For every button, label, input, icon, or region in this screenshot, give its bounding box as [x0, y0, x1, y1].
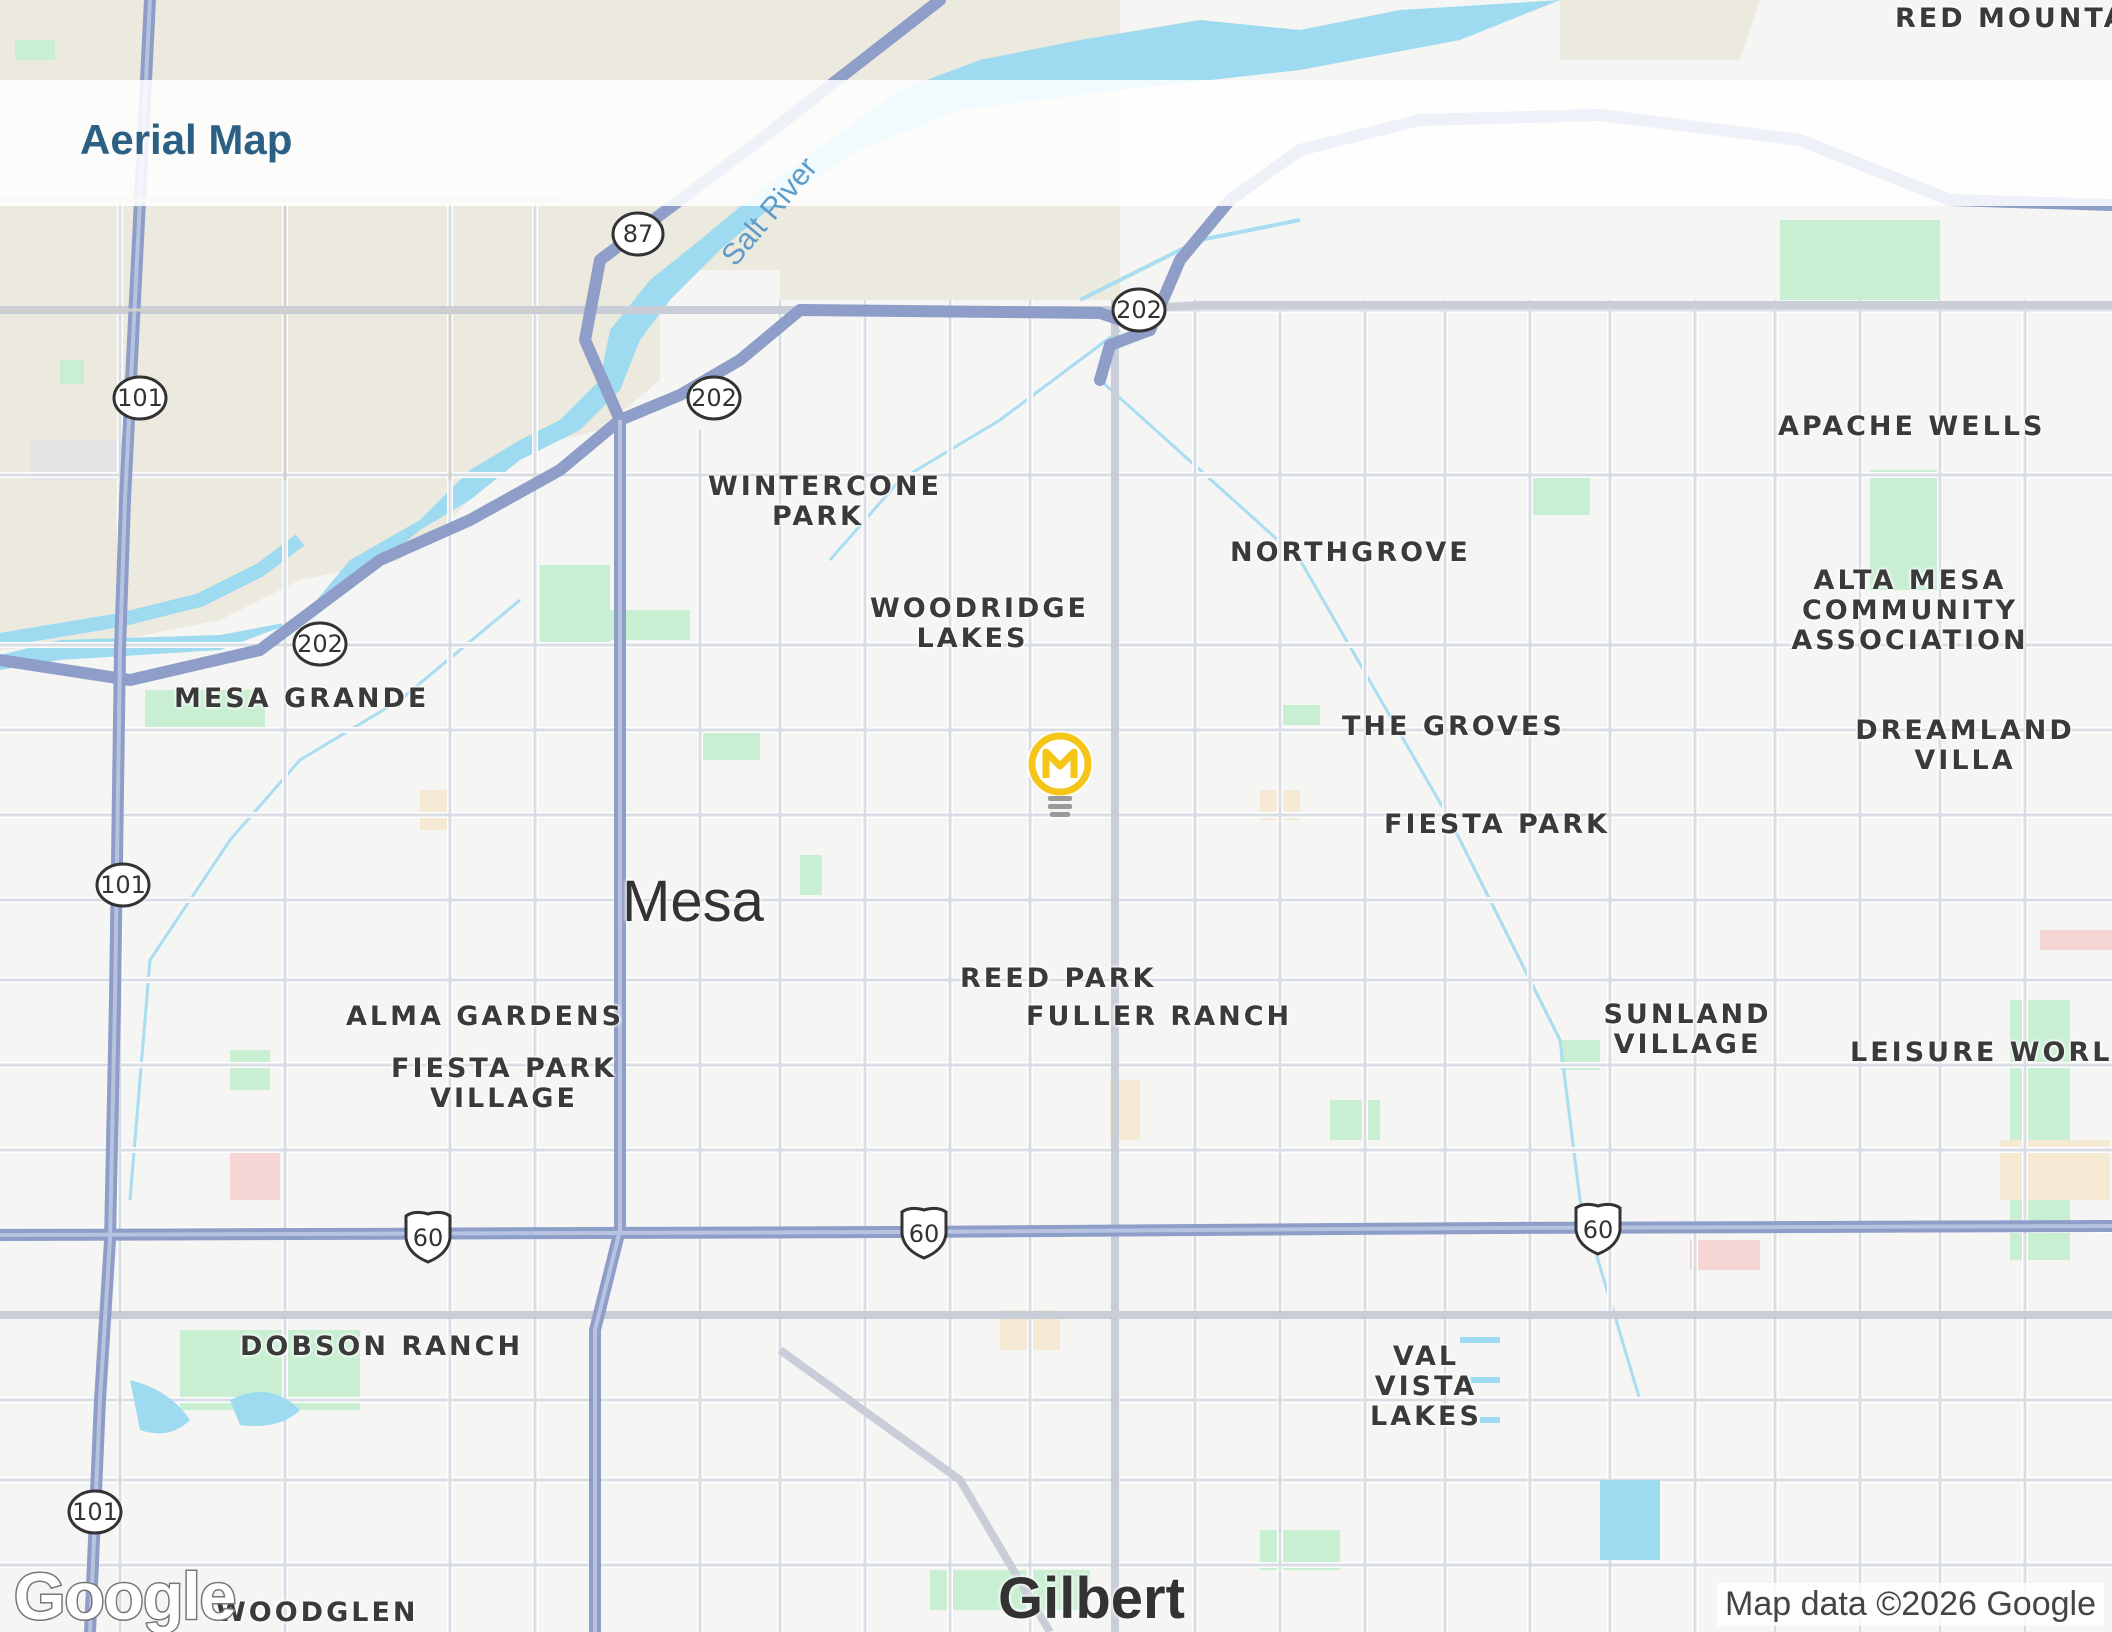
neighborhood-label: WOODRIDGE LAKES — [870, 593, 1089, 654]
header-bar: Aerial Map — [0, 80, 2112, 206]
neighborhood-label: MESA GRANDE — [174, 683, 430, 714]
page-title: Aerial Map — [80, 116, 293, 163]
neighborhood-label: NORTHGROVE — [1230, 537, 1471, 568]
map-attribution[interactable]: Map data ©2026 Google — [1717, 1583, 2104, 1626]
route-shield-202: 202 — [1111, 287, 1167, 333]
neighborhood-label: VAL VISTA LAKES — [1370, 1341, 1482, 1432]
route-shield-101: 101 — [95, 862, 151, 908]
route-shield-us60: 60 — [400, 1210, 456, 1264]
neighborhood-label: DOBSON RANCH — [240, 1331, 524, 1362]
neighborhood-label: ALMA GARDENS — [346, 1001, 625, 1032]
neighborhood-label: ALTA MESA COMMUNITY ASSOCIATION — [1791, 565, 2029, 656]
route-shield-202: 202 — [686, 375, 742, 421]
city-label-gilbert: Gilbert — [998, 1566, 1185, 1631]
city-label-mesa: Mesa — [622, 869, 764, 934]
neighborhood-label: LEISURE WORLD — [1850, 1037, 2112, 1068]
route-shield-87: 87 — [610, 211, 666, 257]
neighborhood-label: REED PARK — [960, 963, 1157, 994]
neighborhood-label: FIESTA PARK VILLAGE — [391, 1053, 617, 1114]
neighborhood-label: RED MOUNTAIN RANCH — [1895, 3, 2112, 34]
neighborhood-label: FULLER RANCH — [1026, 1001, 1293, 1032]
route-shield-us60: 60 — [1570, 1202, 1626, 1256]
route-shield-101: 101 — [112, 375, 168, 421]
neighborhood-label: THE GROVES — [1342, 711, 1565, 742]
route-shield-101: 101 — [67, 1489, 123, 1535]
neighborhood-label: WINTERCONE PARK — [708, 471, 942, 532]
urban-area — [1560, 0, 1760, 60]
neighborhood-label: DREAMLAND VILLA — [1855, 715, 2075, 776]
lightbulb-m-icon[interactable] — [1022, 728, 1098, 824]
google-logo[interactable]: Google — [12, 1558, 237, 1632]
neighborhood-label: APACHE WELLS — [1778, 411, 2046, 442]
route-shield-202: 202 — [292, 621, 348, 667]
neighborhood-label: SUNLAND VILLAGE — [1603, 999, 1772, 1060]
neighborhood-label: FIESTA PARK — [1384, 809, 1610, 840]
neighborhood-label: WOODGLEN — [216, 1597, 419, 1628]
route-shield-us60: 60 — [896, 1206, 952, 1260]
park-areas — [15, 40, 2070, 1610]
